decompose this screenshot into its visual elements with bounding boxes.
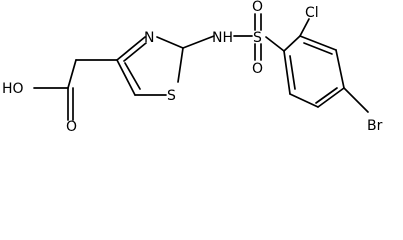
bond-ar-br bbox=[343, 87, 369, 113]
molecule-structure: HO O N S NH S O O Cl Br bbox=[2, 0, 383, 135]
atom-bromine: Br bbox=[367, 118, 383, 134]
atom-ring-n: N bbox=[144, 30, 154, 46]
bond-c4-n3-inner bbox=[123, 42, 147, 62]
bond-s-aryl bbox=[265, 36, 285, 52]
bond-c-ch2 bbox=[67, 59, 77, 89]
bond-ar-5-6 bbox=[289, 93, 319, 108]
bond-c4-n3 bbox=[116, 36, 146, 61]
atom-sulfonyl-o-bottom: O bbox=[252, 61, 263, 77]
bond-ar-6-1-inner bbox=[289, 55, 296, 90]
bond-ar-4-5-inner bbox=[315, 87, 338, 104]
atom-hydroxyl: HO bbox=[2, 81, 24, 97]
bond-ar-2-3-inner bbox=[303, 42, 333, 55]
bond-ar-cl bbox=[299, 18, 310, 37]
atom-ring-s: S bbox=[167, 88, 176, 104]
bond-ar-4-5 bbox=[317, 87, 345, 108]
bond-ar-2-3 bbox=[299, 35, 337, 51]
bond-ar-3-4 bbox=[335, 49, 345, 89]
bond-ar-1-2 bbox=[283, 35, 301, 52]
bond-ar-6-1 bbox=[283, 50, 291, 95]
atom-amine: NH bbox=[212, 30, 233, 46]
atom-sulfonyl-o-top: O bbox=[252, 0, 263, 15]
bond-c2-s1 bbox=[177, 47, 184, 83]
bond-n3-c2 bbox=[156, 36, 184, 49]
atom-carbonyl-o: O bbox=[66, 119, 77, 135]
bond-c5-c4-inner bbox=[124, 62, 141, 90]
atom-sulfonyl-s: S bbox=[253, 30, 262, 46]
bond-c2-nh bbox=[182, 35, 215, 49]
bond-c5-c4 bbox=[116, 59, 136, 96]
atom-chlorine: Cl bbox=[305, 5, 319, 21]
